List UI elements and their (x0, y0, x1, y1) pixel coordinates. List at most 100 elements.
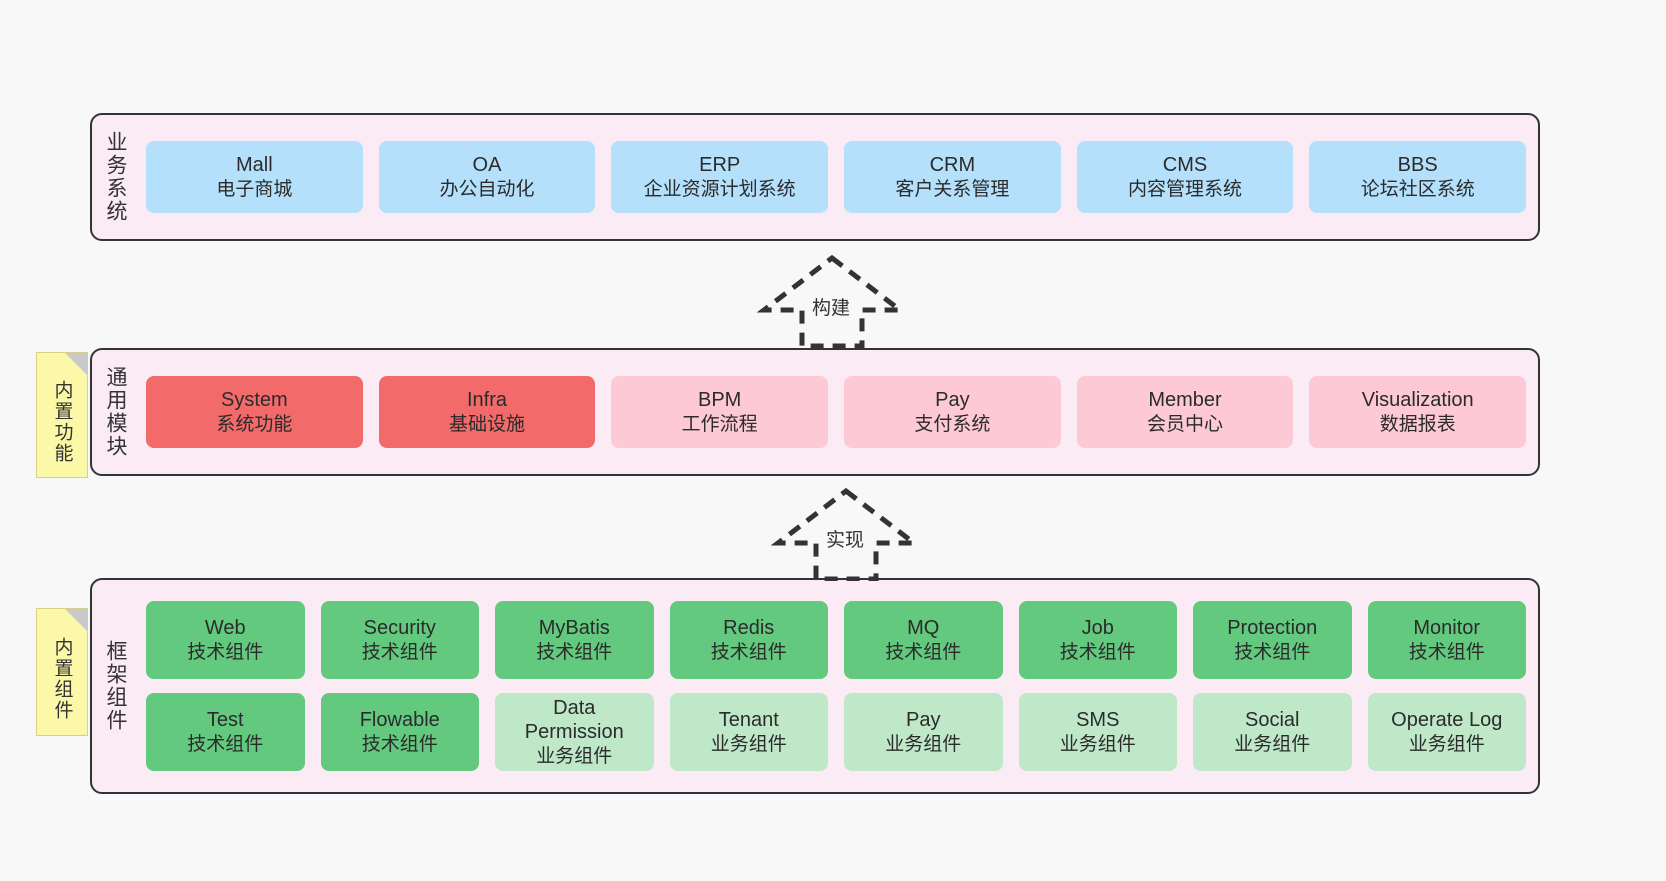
dashed-up-arrow-icon (756, 254, 908, 349)
box-title-cn: 技术组件 (536, 641, 613, 663)
box-mall[interactable]: Mall 电子商城 (146, 141, 363, 213)
box-title-en: Member (1148, 389, 1222, 412)
layer-title-framework-component: 框架组件 (104, 640, 127, 732)
box-title-cn: 电子商城 (216, 178, 293, 200)
box-oa[interactable]: OA 办公自动化 (378, 141, 596, 213)
box-title-cn: 企业资源计划系统 (643, 178, 796, 200)
box-redis[interactable]: Redis 技术组件 (669, 601, 828, 679)
box-data-permission[interactable]: Data Permission 业务组件 (495, 693, 654, 771)
layer-body-business-system: Mall 电子商城 OA 办公自动化 ERP 企业资源计划系统 CRM 客户关系… (138, 115, 1538, 239)
box-title-cn: 基础设施 (449, 413, 526, 435)
box-title-en: OA (472, 154, 502, 177)
layer-title-business-system: 业务系统 (104, 131, 127, 223)
box-test[interactable]: Test 技术组件 (146, 693, 305, 771)
box-title-cn: 业务组件 (710, 733, 787, 755)
box-job[interactable]: Job 技术组件 (1018, 601, 1177, 679)
box-title-en: Web (204, 617, 246, 640)
layer-body-framework-component: Web 技术组件 Security 技术组件 MyBatis 技术组件 Redi… (138, 580, 1538, 792)
box-title-cn: 业务组件 (536, 745, 613, 767)
box-title-cn: 技术组件 (1408, 641, 1485, 663)
layer-row: Mall 电子商城 OA 办公自动化 ERP 企业资源计划系统 CRM 客户关系… (146, 141, 1527, 213)
box-title-cn: 技术组件 (187, 733, 264, 755)
box-member[interactable]: Member 会员中心 (1076, 376, 1294, 448)
box-title-en: Social (1245, 709, 1300, 732)
box-crm[interactable]: CRM 客户关系管理 (844, 141, 1061, 213)
box-visualization[interactable]: Visualization 数据报表 (1309, 376, 1527, 448)
layer-business-system: 业务系统 Mall 电子商城 OA 办公自动化 ERP 企业资源计划系统 CRM… (90, 113, 1540, 241)
box-title-cn: 会员中心 (1147, 413, 1224, 435)
box-title-en: CMS (1162, 154, 1208, 177)
box-title-cn: 技术组件 (885, 641, 962, 663)
box-erp[interactable]: ERP 企业资源计划系统 (611, 141, 829, 213)
box-operate-log[interactable]: Operate Log 业务组件 (1367, 693, 1526, 771)
box-pay-component[interactable]: Pay 业务组件 (844, 693, 1003, 771)
note-fold-corner-icon (65, 609, 87, 631)
box-title-cn: 客户关系管理 (895, 178, 1010, 200)
box-title-cn: 技术组件 (1234, 641, 1311, 663)
box-bbs[interactable]: BBS 论坛社区系统 (1309, 141, 1527, 213)
box-title-cn: 业务组件 (1059, 733, 1136, 755)
box-title-cn: 技术组件 (1059, 641, 1136, 663)
box-mq[interactable]: MQ 技术组件 (844, 601, 1003, 679)
box-title-en: Visualization (1361, 389, 1474, 412)
box-title-en: Tenant (718, 709, 779, 732)
note-label: 内置功能 (51, 380, 73, 464)
connector-label-implement: 实现 (826, 530, 865, 551)
box-title-en: CRM (929, 154, 976, 177)
note-label: 内置组件 (51, 637, 73, 721)
box-title-en: SMS (1076, 709, 1120, 732)
box-title-cn: 技术组件 (361, 641, 438, 663)
box-monitor[interactable]: Monitor 技术组件 (1367, 601, 1526, 679)
box-title-en: Monitor (1413, 617, 1481, 640)
box-title-en: MyBatis (538, 617, 610, 640)
box-title-en: Pay (906, 709, 941, 732)
box-title-en: System (220, 389, 288, 412)
box-social[interactable]: Social 业务组件 (1193, 693, 1352, 771)
box-title-cn: 论坛社区系统 (1360, 178, 1475, 200)
box-title-en: Flowable (359, 709, 440, 732)
box-title-cn: 技术组件 (710, 641, 787, 663)
note-builtin-component: 内置组件 (36, 608, 88, 736)
box-title-cn: 业务组件 (1234, 733, 1311, 755)
box-mybatis[interactable]: MyBatis 技术组件 (495, 601, 654, 679)
box-title-en: Redis (723, 617, 775, 640)
box-title-en: BPM (698, 389, 742, 412)
box-title-en: Test (206, 709, 244, 732)
box-web[interactable]: Web 技术组件 (146, 601, 305, 679)
box-title-en: Data Permission (524, 697, 624, 744)
box-title-cn: 数据报表 (1379, 413, 1456, 435)
box-title-en: Pay (935, 389, 970, 412)
connector-implement-arrow (766, 485, 926, 582)
box-title-en: Mall (236, 154, 273, 177)
box-title-en: BBS (1397, 154, 1438, 177)
box-cms[interactable]: CMS 内容管理系统 (1076, 141, 1294, 213)
box-flowable[interactable]: Flowable 技术组件 (320, 693, 479, 771)
box-title-cn: 办公自动化 (439, 178, 535, 200)
layer-row: Web 技术组件 Security 技术组件 MyBatis 技术组件 Redi… (146, 601, 1526, 679)
connector-build-arrow (752, 252, 912, 349)
layer-common-module: 通用模块 System 系统功能 Infra 基础设施 BPM 工作流程 Pay… (90, 348, 1540, 476)
note-fold-corner-icon (65, 353, 87, 375)
box-system[interactable]: System 系统功能 (146, 376, 363, 448)
layer-row: Test 技术组件 Flowable 技术组件 Data Permission … (146, 693, 1526, 771)
box-security[interactable]: Security 技术组件 (320, 601, 479, 679)
box-title-en: ERP (699, 154, 741, 177)
connector-label-build: 构建 (812, 298, 851, 319)
box-title-en: Protection (1227, 617, 1318, 640)
box-title-cn: 系统功能 (216, 413, 293, 435)
layer-framework-component: 框架组件 Web 技术组件 Security 技术组件 MyBatis 技术组件… (90, 578, 1540, 794)
box-sms[interactable]: SMS 业务组件 (1018, 693, 1177, 771)
box-infra[interactable]: Infra 基础设施 (378, 376, 596, 448)
box-title-en: Job (1081, 617, 1114, 640)
box-title-en: MQ (907, 617, 940, 640)
box-title-cn: 支付系统 (914, 413, 991, 435)
box-pay-module[interactable]: Pay 支付系统 (844, 376, 1061, 448)
layer-title-common-module: 通用模块 (104, 366, 127, 458)
box-tenant[interactable]: Tenant 业务组件 (669, 693, 828, 771)
box-bpm[interactable]: BPM 工作流程 (611, 376, 829, 448)
layer-row: System 系统功能 Infra 基础设施 BPM 工作流程 Pay 支付系统… (146, 376, 1527, 448)
box-title-cn: 技术组件 (187, 641, 264, 663)
box-protection[interactable]: Protection 技术组件 (1193, 601, 1352, 679)
note-builtin-function: 内置功能 (36, 352, 88, 478)
